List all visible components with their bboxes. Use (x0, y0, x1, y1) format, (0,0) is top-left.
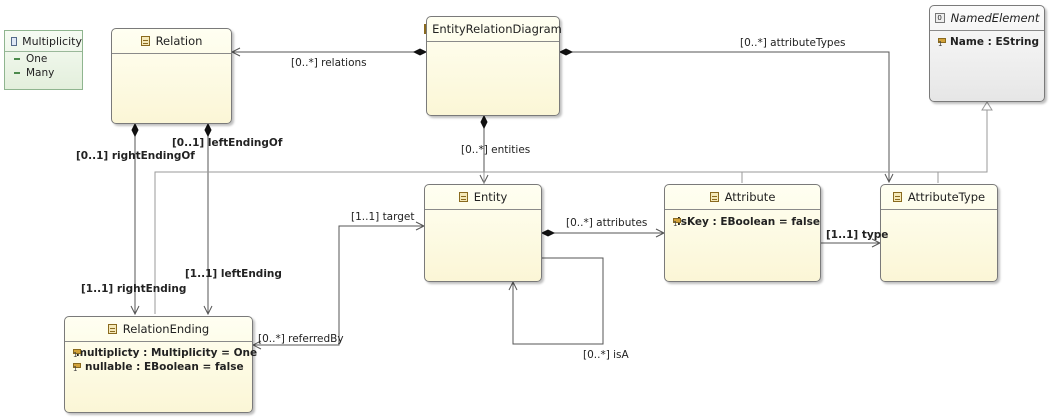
label-is-a: [0..*] isA (583, 349, 629, 361)
attribute-row[interactable]: nullable : EBoolean = false (65, 360, 252, 374)
label-relations: [0..*] relations (291, 57, 367, 69)
diamond-attributes (540, 229, 556, 237)
class-icon (424, 24, 427, 34)
generalization-triangle (981, 101, 993, 111)
abstract-class-icon: 0 (934, 13, 945, 23)
attribute-icon (672, 217, 682, 228)
class-name: Entity (473, 190, 508, 204)
label-attributes: [0..*] attributes (566, 217, 648, 229)
attribute-icon (72, 362, 81, 373)
edge-is-a-arrow (508, 280, 518, 291)
label-attribute-types: [0..*] attributeTypes (740, 37, 846, 49)
class-icon (892, 192, 902, 202)
edge-target[interactable] (253, 225, 424, 346)
class-name: NamedElement (950, 11, 1040, 25)
edge-is-a[interactable] (512, 257, 604, 345)
edge-attribute-types-arrow (884, 173, 894, 184)
enum-literal[interactable]: One (5, 52, 82, 66)
enumeration-icon (11, 36, 18, 46)
class-name: Attribute (724, 190, 776, 204)
label-right-ending: [1..1] rightEnding (81, 283, 187, 295)
attribute-row[interactable]: isKey : EBoolean = false (665, 215, 820, 229)
edge-relations-arrow (230, 47, 241, 57)
class-icon (107, 324, 117, 334)
diamond-left-ending (204, 122, 212, 138)
diamond-attribute-types (558, 48, 574, 56)
literal-icon (14, 58, 20, 60)
class-relation[interactable]: Relation (111, 28, 232, 124)
class-name: AttributeType (907, 190, 986, 204)
class-name: Relation (155, 34, 203, 48)
label-left-ending-of: [0..1] leftEndingOf (172, 137, 283, 149)
enum-name: Multiplicity (22, 34, 82, 48)
diamond-relations (412, 48, 428, 56)
class-attribute-type[interactable]: AttributeType (880, 184, 998, 282)
literal-icon (14, 72, 20, 74)
edge-left-ending-arrow (203, 305, 213, 316)
diamond-right-ending (131, 122, 139, 138)
class-icon (709, 192, 719, 202)
class-name: RelationEnding (122, 322, 210, 336)
edge-referred-by-arrow (251, 340, 262, 350)
attribute-row[interactable]: Name : EString (930, 35, 1044, 49)
label-entities: [0..*] entities (461, 144, 531, 156)
label-left-ending: [1..1] leftEnding (185, 268, 282, 280)
label-right-ending-of: [0..1] rightEndingOf (76, 150, 195, 162)
edge-right-ending-arrow (130, 305, 140, 316)
label-target: [1..1] target (351, 211, 415, 223)
class-entity[interactable]: Entity (424, 184, 542, 282)
label-referred-by: [0..*] referredBy (258, 333, 344, 345)
class-icon (140, 36, 150, 46)
enum-literal[interactable]: Many (5, 66, 82, 80)
class-icon (458, 192, 468, 202)
edge-generalization[interactable] (154, 110, 988, 314)
enum-multiplicity[interactable]: Multiplicity One Many (4, 30, 83, 90)
label-type: [1..1] type (826, 229, 889, 241)
class-named-element[interactable]: 0 NamedElement Name : EString (929, 5, 1045, 102)
edge-attribute-types[interactable] (572, 51, 890, 182)
class-relation-ending[interactable]: RelationEnding multiplicty : Multiplicit… (64, 316, 258, 413)
class-entity-relation-diagram[interactable]: EntityRelationDiagram (424, 16, 562, 116)
attribute-icon (937, 37, 946, 48)
class-name: EntityRelationDiagram (432, 22, 562, 36)
diamond-entities (480, 114, 488, 130)
attribute-row[interactable]: multiplicty : Multiplicity = One (73, 347, 258, 359)
class-attribute[interactable]: Attribute isKey : EBoolean = false (664, 184, 821, 282)
